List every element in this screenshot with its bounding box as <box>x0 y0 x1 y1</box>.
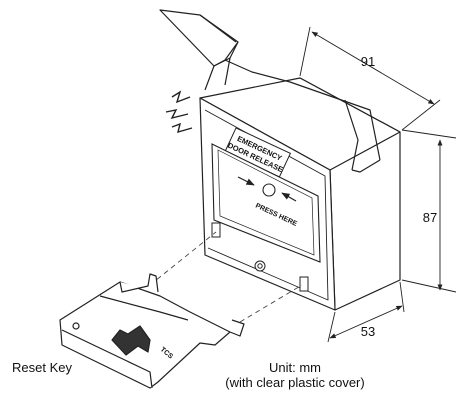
dimension-height <box>401 129 457 293</box>
unit-caption-line-1: Unit: mm <box>269 360 321 375</box>
right-arrow-icon <box>281 192 297 202</box>
reset-key-caption: Reset Key <box>12 360 72 375</box>
depth-dimension-label: 53 <box>361 324 375 339</box>
press-panel: PRESS HERE <box>211 143 321 263</box>
height-dimension-label: 87 <box>423 210 437 225</box>
insert-arrow-icon <box>111 325 151 356</box>
right-key-slot <box>299 276 309 292</box>
unit-caption: Unit: mm (with clear plastic cover) <box>200 360 390 391</box>
dimension-depth <box>327 281 405 343</box>
alarm-sound-icon <box>165 90 193 134</box>
indicator-circle <box>262 183 276 197</box>
insertion-guide <box>149 231 303 323</box>
reset-key: TCS <box>59 273 245 389</box>
left-key-slot <box>211 222 221 238</box>
key-slots <box>211 222 309 292</box>
left-arrow-icon <box>237 176 255 186</box>
unit-caption-line-2: (with clear plastic cover) <box>225 374 365 390</box>
width-dimension-label: 91 <box>361 54 375 69</box>
dimension-width <box>299 26 441 131</box>
plastic-cover <box>159 9 381 173</box>
reset-keyhole <box>254 260 266 272</box>
